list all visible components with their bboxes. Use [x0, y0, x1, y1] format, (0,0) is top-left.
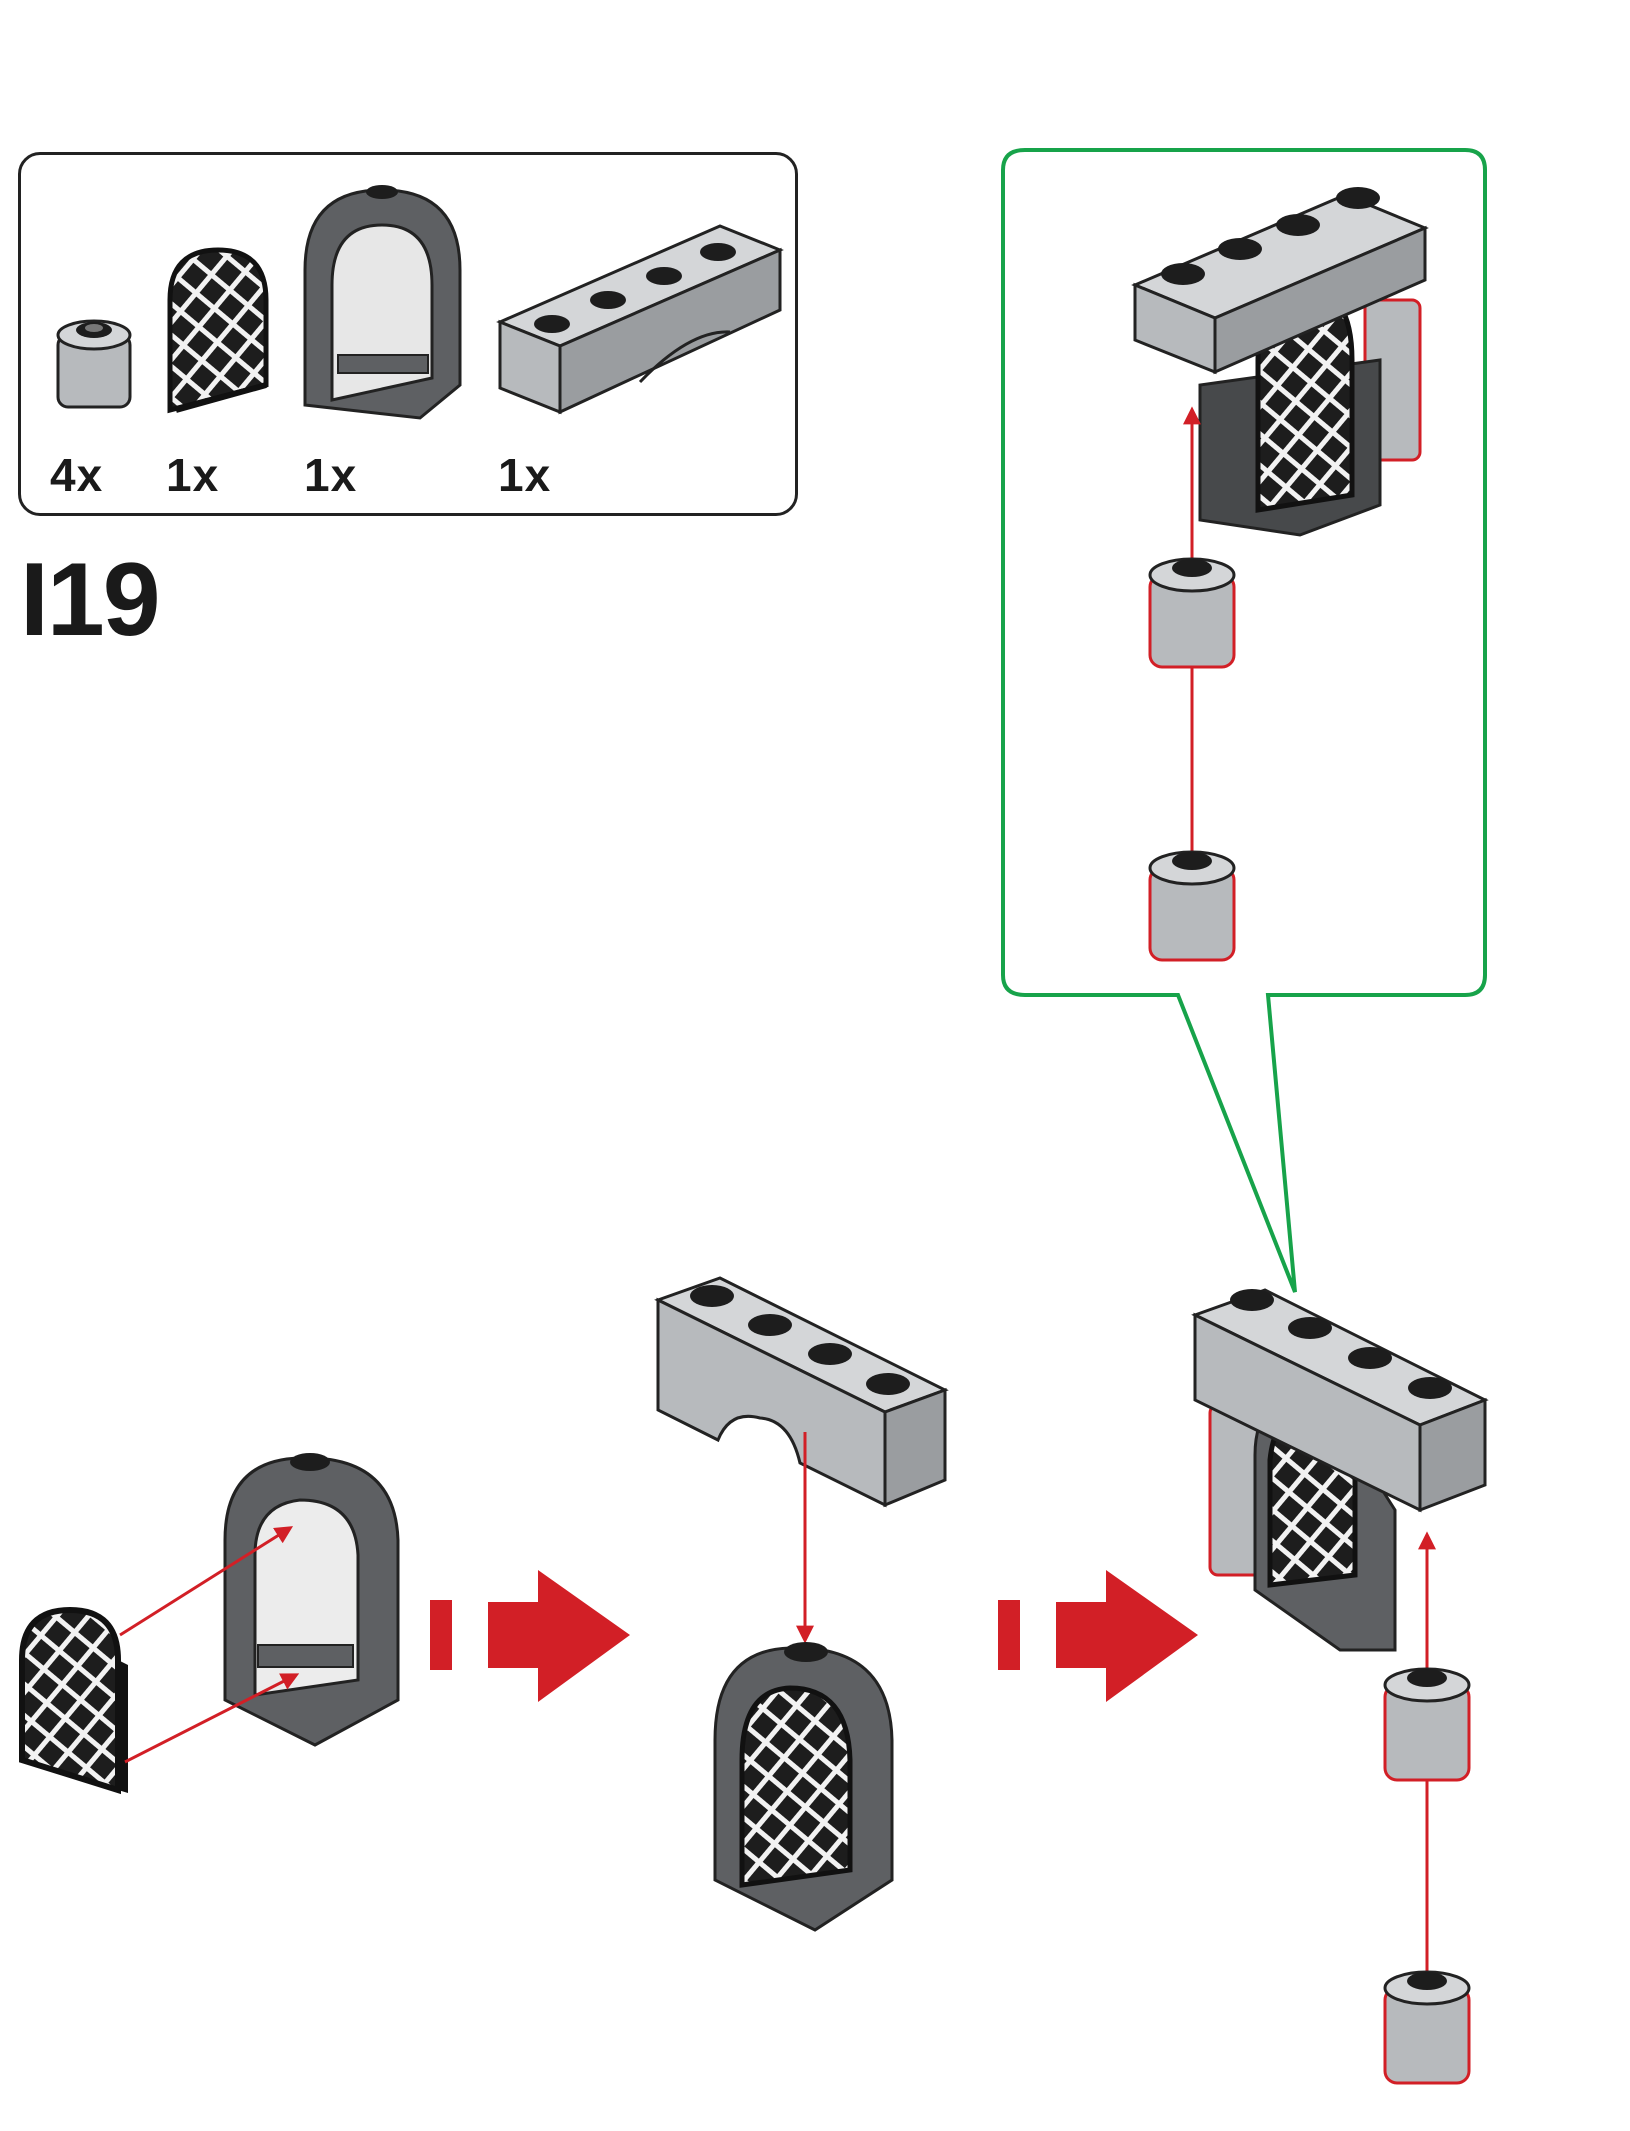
- window-glass-lattice-icon: [167, 247, 269, 414]
- step-arrow-2: [998, 1570, 1198, 1702]
- part-quantity-round-brick: 4x: [50, 449, 104, 501]
- part-quantity-window-glass: 1x: [166, 449, 220, 501]
- part-quantity-window-frame: 1x: [304, 449, 358, 501]
- round-brick-1x1-icon: [56, 319, 132, 409]
- round-brick-stage3-2: [1383, 1970, 1471, 2085]
- step-number: I19: [20, 542, 161, 658]
- part-quantity-arch-brick: 1x: [498, 449, 552, 501]
- round-brick-callout-2: [1148, 850, 1236, 962]
- stage-1-window-glass: [19, 1606, 128, 1795]
- arch-brick-1x4-icon: [496, 224, 784, 415]
- stage-2-window-assembly: [713, 1642, 894, 1932]
- callout-subassembly: [1131, 187, 1429, 962]
- round-brick-stage3-1: [1383, 1667, 1471, 1782]
- stage-2-arch-brick: [654, 1276, 949, 1508]
- stage-1-window-frame: [223, 1453, 400, 1747]
- step-arrow-1: [430, 1570, 630, 1702]
- round-brick-callout-1: [1148, 557, 1236, 669]
- window-frame-arched-icon: [303, 185, 462, 420]
- stage-3-assembly: [1191, 1288, 1489, 1652]
